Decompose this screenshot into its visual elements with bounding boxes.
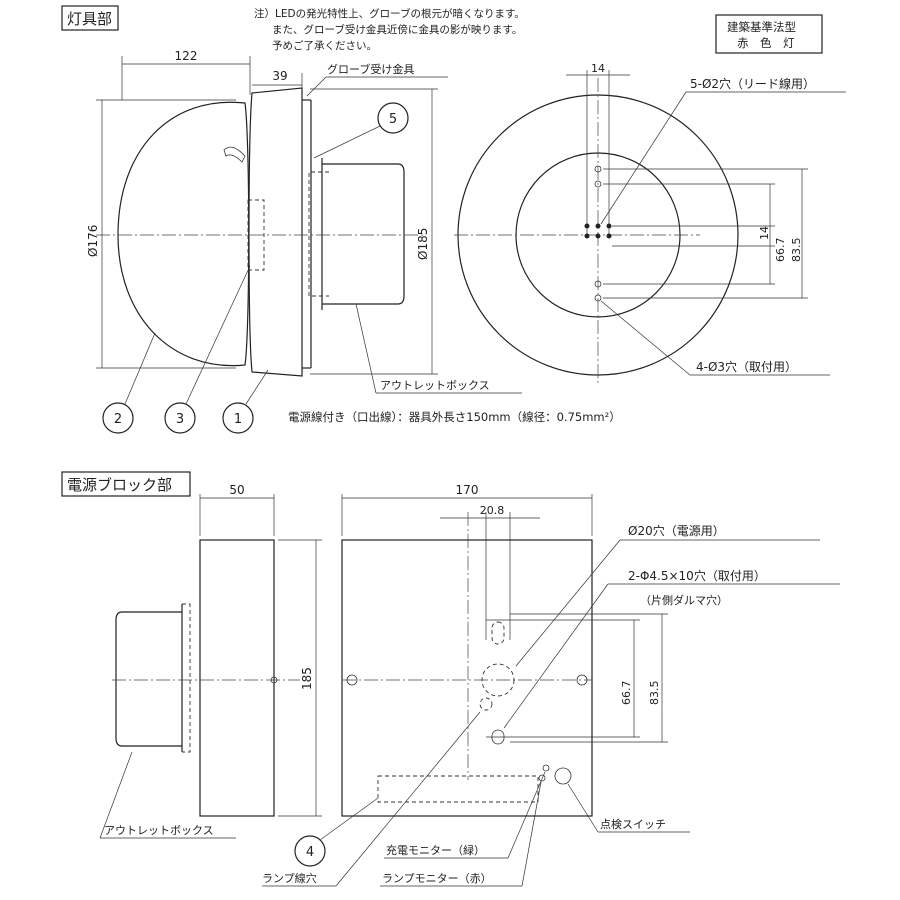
power-block-front — [341, 539, 593, 817]
lamp-wire-hole — [479, 697, 493, 711]
callout-4-circle — [294, 835, 326, 867]
screw-right — [576, 674, 588, 686]
cable-note: 電源線付き（口出線）：器具外長さ150mm（線径：0.75mm²） — [288, 410, 621, 424]
power-block-side — [199, 539, 275, 817]
label-mount-holes: 4-Ø3穴（取付用） — [696, 359, 797, 374]
label-lamp-hole: ランプ線穴 — [262, 871, 317, 885]
badge-line-2: 赤 色 灯 — [737, 36, 795, 50]
fixture-section-title: 灯具部 — [67, 10, 112, 28]
fixture-body — [248, 87, 303, 377]
pcb-outline — [377, 775, 539, 803]
dim-back-66-7: 66.7 — [774, 238, 787, 263]
dim-dia-185: Ø185 — [416, 228, 430, 260]
mount-holes-back — [594, 165, 602, 302]
dim-back-83-5: 83.5 — [790, 238, 803, 263]
badge-frame — [715, 14, 823, 54]
callout-5-circle — [377, 102, 409, 134]
dim-power-50: 50 — [229, 483, 244, 497]
callout-5: 5 — [389, 112, 397, 127]
label-outlet-box-fixture: アウトレットボックス — [380, 379, 490, 392]
note-line-2: また、グローブ受け金具近傍に金具の影が映ります。 — [272, 23, 522, 36]
screw-left — [346, 674, 358, 686]
dim-back-14-side: 14 — [758, 226, 771, 240]
dim-power-66-7: 66.7 — [620, 681, 633, 706]
dim-power-20-8: 20.8 — [480, 504, 505, 517]
dim-power-83-5: 83.5 — [648, 681, 661, 706]
outlet-box-power — [115, 604, 183, 752]
label-lead-holes: 5-Ø2穴（リード線用） — [690, 76, 815, 91]
dim-power-170: 170 — [456, 483, 479, 497]
globe-hook — [223, 146, 246, 163]
outlet-box-side — [321, 158, 405, 310]
callout-3: 3 — [176, 412, 184, 427]
label-outlet-box-power: アウトレットボックス — [104, 824, 214, 837]
lead-holes — [584, 223, 612, 239]
label-hole-mount: 2-Φ4.5×10穴（取付用） — [628, 568, 766, 583]
globe-dome — [117, 101, 250, 367]
dim-back-14-top: 14 — [591, 62, 605, 75]
label-charge-monitor: 充電モニター（緑） — [386, 843, 485, 857]
dim-power-185: 185 — [300, 667, 314, 690]
label-globe-receiver: グローブ受け金具 — [327, 62, 414, 76]
callout-3-circle — [164, 402, 196, 434]
test-switch — [554, 767, 572, 785]
lamp-monitor-led — [538, 774, 546, 782]
dim-dia-176: Ø176 — [86, 225, 100, 257]
power-section-title: 電源ブロック部 — [67, 476, 172, 494]
badge-line-1: 建築基準法型 — [727, 20, 796, 34]
label-hole-power: Ø20穴（電源用） — [628, 523, 725, 538]
dim-39: 39 — [272, 69, 287, 83]
callout-2: 2 — [114, 412, 122, 427]
hole-power-20 — [481, 663, 515, 697]
note-line-1: 注）LEDの発光特性上、グローブの根元が暗くなります。 — [254, 7, 525, 20]
callout-1-circle — [222, 402, 254, 434]
fixture-section-frame — [61, 5, 119, 31]
note-line-3: 予めご了承ください。 — [272, 39, 377, 52]
label-test-switch: 点検スイッチ — [600, 817, 666, 831]
slot-top — [491, 621, 505, 645]
dim-122: 122 — [175, 49, 198, 63]
label-hole-mount-sub: （片側ダルマ穴） — [640, 593, 728, 607]
callout-1: 1 — [234, 412, 242, 427]
label-lamp-monitor: ランプモニター（赤） — [382, 872, 492, 885]
power-section-frame — [61, 471, 191, 497]
callout-2-circle — [102, 402, 134, 434]
callout-4: 4 — [306, 845, 314, 860]
charge-monitor-led — [542, 764, 550, 772]
